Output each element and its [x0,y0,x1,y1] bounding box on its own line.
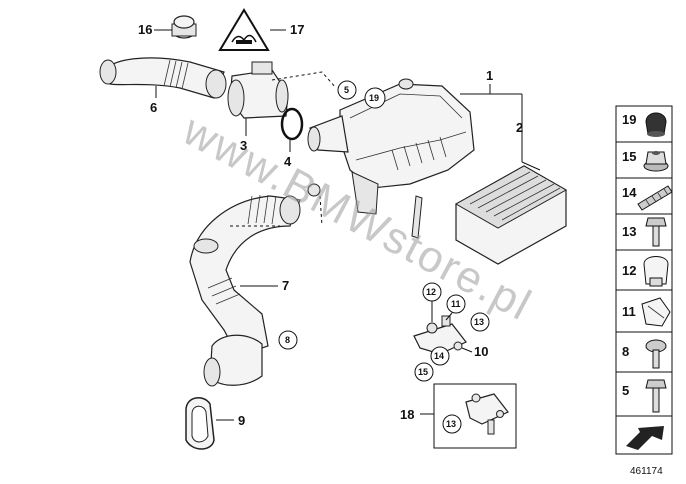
svg-text:19: 19 [369,93,379,103]
svg-text:13: 13 [474,317,484,327]
label-6: 6 [150,100,157,115]
sidebar-num-5: 5 [622,383,629,398]
svg-text:8: 8 [285,335,290,345]
reference-number: 461174 [630,466,663,477]
label-10: 10 [474,344,488,359]
svg-text:14: 14 [434,351,444,361]
label-9: 9 [238,413,245,428]
part-10-bracket[interactable] [413,315,467,355]
sidebar-num-14: 14 [622,185,637,200]
label-3: 3 [240,138,247,153]
circled-19: 19 [364,87,386,109]
part-3-air-mass-meter[interactable] [227,61,289,119]
part-4-seal-ring[interactable] [280,107,304,141]
hex-screw-icon[interactable] [645,379,667,413]
sidebar-num-12: 12 [622,263,636,278]
svg-text:12: 12 [426,287,436,297]
label-16: 16 [138,22,152,37]
kit-18-bracket-drawing [465,393,509,435]
hex-bolt-icon[interactable] [645,217,667,247]
label-4: 4 [284,154,292,169]
label-2: 2 [516,120,523,135]
part-9-gasket[interactable] [185,397,215,450]
circled-13a: 13 [470,312,490,332]
flange-nut-icon[interactable] [643,151,669,172]
svg-text:13: 13 [446,419,456,429]
label-18: 18 [400,407,414,422]
sidebar-num-13: 13 [622,224,636,239]
torx-screw-icon[interactable] [645,339,667,369]
spring-clip-icon[interactable] [641,297,671,327]
circled-8: 8 [278,330,298,350]
sidebar-num-19: 19 [622,112,636,127]
label-7: 7 [282,278,289,293]
circled-13b: 13 [442,414,462,434]
cap-nut-icon[interactable] [645,112,667,137]
part-7-intake-boot[interactable] [189,183,321,387]
part-17-warning-label-icon[interactable] [218,8,270,51]
sidebar-num-15: 15 [622,149,636,164]
part-16-cap[interactable] [171,15,197,39]
circled-5: 5 [337,80,357,100]
circled-15: 15 [414,362,434,382]
part-2-filter-element[interactable] [454,165,568,265]
svg-text:11: 11 [451,299,461,309]
svg-text:15: 15 [418,367,428,377]
label-17: 17 [290,22,304,37]
circled-11: 11 [446,294,466,314]
label-1: 1 [486,68,493,83]
sidebar: 19 15 14 13 12 11 [615,105,673,455]
part-6-intake-hose[interactable] [99,57,227,99]
stud-bolt-icon[interactable] [637,185,673,211]
hose-clip-icon[interactable] [643,256,669,287]
svg-text:5: 5 [344,85,349,95]
sidebar-num-8: 8 [622,344,629,359]
arrow-icon [620,420,668,450]
part-1-air-filter-housing[interactable] [307,78,475,239]
sidebar-num-11: 11 [622,304,636,319]
circled-14: 14 [430,346,450,366]
